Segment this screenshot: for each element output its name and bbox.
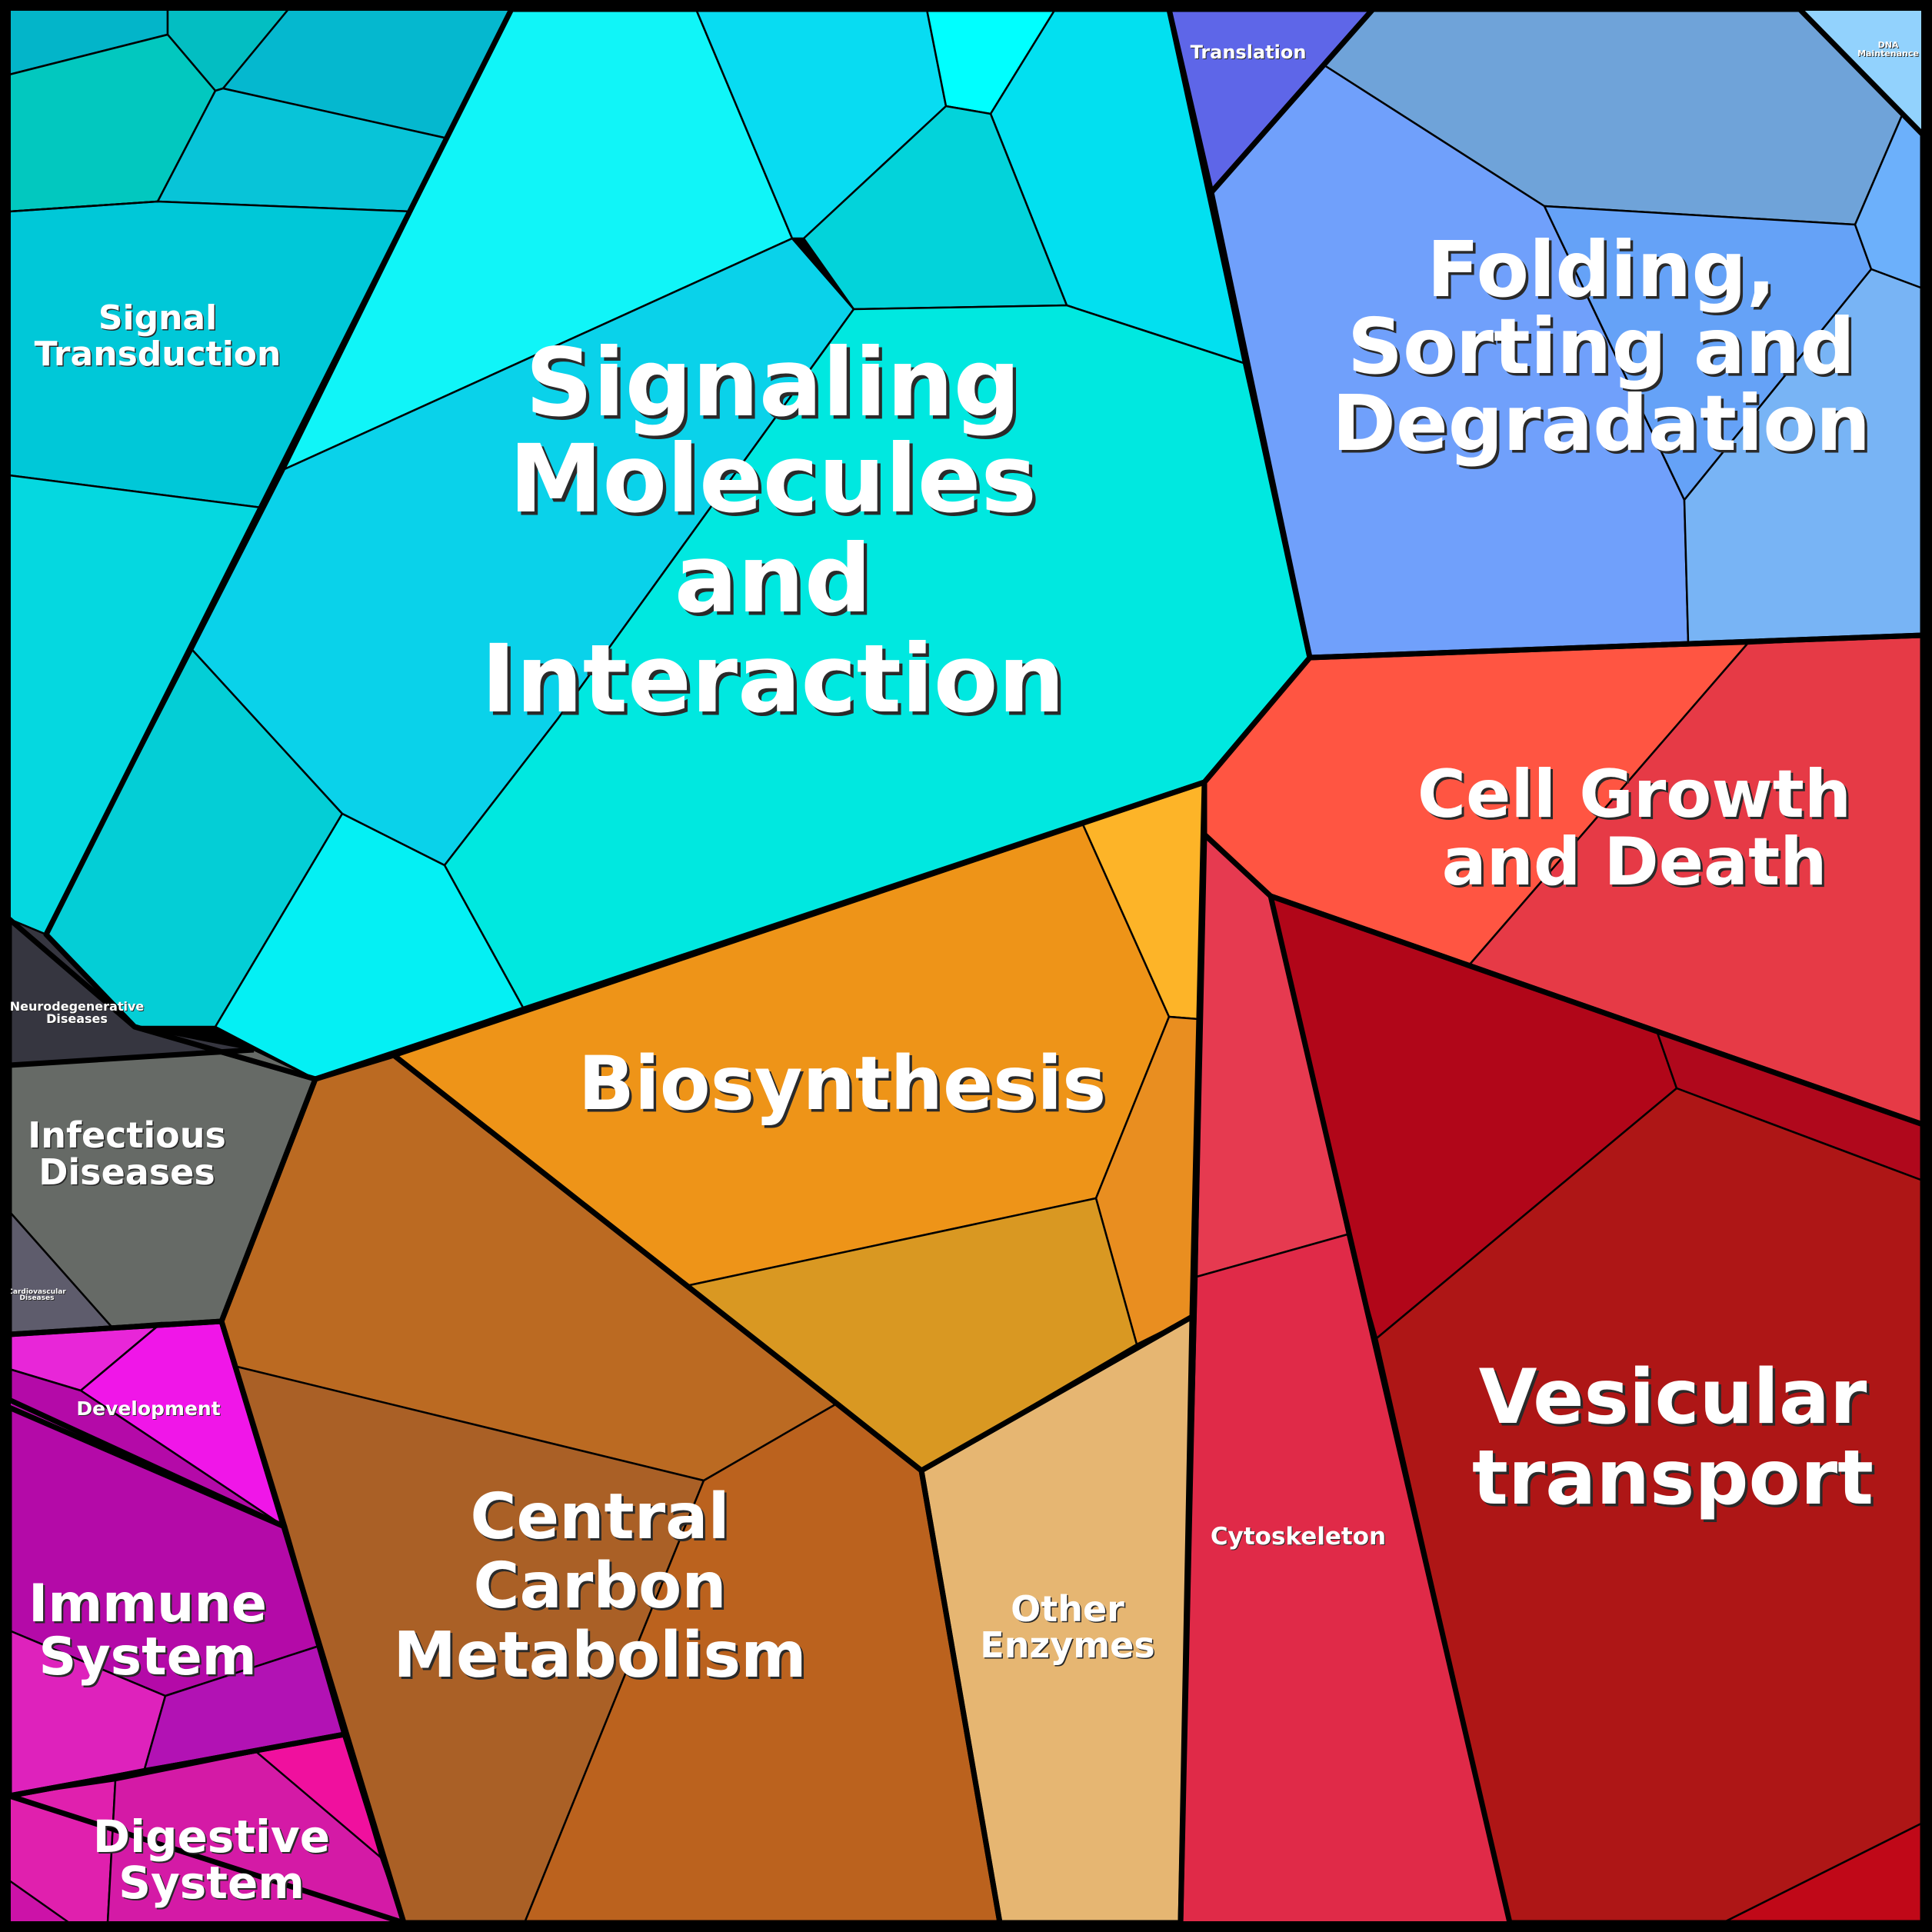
- label-line: Cytoskeleton: [1211, 1523, 1386, 1551]
- label-line: transport: [1472, 1434, 1874, 1522]
- region-border-cyto-split: [1178, 834, 1208, 1924]
- region-border-neuro: [8, 1047, 255, 1068]
- label-shadow: Folding,: [1430, 228, 1779, 318]
- label-line: Neurodegenerative: [10, 999, 145, 1014]
- label-line: Enzymes: [980, 1624, 1154, 1666]
- label-line: Central: [470, 1481, 729, 1554]
- label-line: Diseases: [20, 1294, 55, 1302]
- label-line: Other: [1011, 1588, 1124, 1630]
- label-central-carbon: CentralCentralCarbonCarbonMetabolismMeta…: [393, 1481, 808, 1694]
- label-line: Immune: [28, 1574, 267, 1634]
- label-shadow: Diseases: [21, 1295, 55, 1303]
- label-line: Cell Growth: [1417, 756, 1851, 833]
- label-shadow: Sorting and: [1351, 305, 1858, 395]
- label-line: Degradation: [1332, 378, 1870, 468]
- label-shadow: Maintenance: [1858, 49, 1920, 59]
- region-folding: [1210, 8, 1924, 659]
- label-shadow: DNA: [1879, 41, 1900, 51]
- label-line: Cardiovascular: [8, 1288, 66, 1296]
- label-shadow: System: [120, 1858, 306, 1910]
- label-line: Infectious: [28, 1114, 226, 1156]
- label-shadow: Other: [1012, 1590, 1126, 1631]
- region-immune: [8, 1367, 346, 1797]
- label-line: Maintenance: [1857, 48, 1919, 58]
- label-line: Translation: [1191, 42, 1307, 63]
- region-central-carbon: [220, 1054, 1001, 1924]
- label-line: Sorting and: [1347, 301, 1855, 391]
- label-shadow: Biosynthesis: [581, 1043, 1109, 1129]
- label-line: Digestive: [93, 1810, 330, 1863]
- label-line: Diseases: [46, 1011, 108, 1026]
- label-line: Signaling: [525, 328, 1021, 438]
- label-line: Interaction: [481, 625, 1065, 734]
- label-shadow: Infectious: [29, 1116, 228, 1158]
- label-line: Metabolism: [393, 1619, 806, 1692]
- label-shadow: and: [678, 528, 875, 637]
- label-line: DNA: [1878, 40, 1899, 50]
- label-shadow: Enzymes: [981, 1626, 1156, 1667]
- label-line: Folding,: [1427, 225, 1776, 315]
- region-digestive: [8, 1733, 405, 1924]
- label-shadow: Signal: [99, 300, 218, 339]
- label-signaling: SignalingSignalingMoleculesMoleculesanda…: [481, 328, 1068, 737]
- label-neurodegenerative: NeurodegenerativeNeurodegenerativeDiseas…: [10, 999, 145, 1027]
- label-shadow: and Death: [1444, 826, 1830, 903]
- label-shadow: Translation: [1191, 42, 1307, 64]
- label-line: Signal: [98, 298, 217, 338]
- label-shadow: Cell Growth: [1420, 758, 1854, 835]
- label-shadow: System: [41, 1628, 258, 1689]
- label-line: Transduction: [35, 335, 281, 374]
- label-shadow: Cytoskeleton: [1211, 1524, 1387, 1551]
- region-signaling: [45, 8, 1311, 1081]
- label-line: Vesicular: [1479, 1354, 1867, 1441]
- labels-layer: SignalingSignalingMoleculesMoleculesanda…: [8, 40, 1920, 1910]
- label-shadow: Diseases: [40, 1153, 217, 1194]
- label-line: Biosynthesis: [578, 1041, 1107, 1127]
- label-shadow: Carbon: [475, 1552, 728, 1625]
- cells-layer: [8, 8, 1924, 1924]
- label-shadow: Central: [472, 1483, 731, 1556]
- label-shadow: Vesicular: [1481, 1356, 1870, 1444]
- label-shadow: Immune: [30, 1575, 268, 1636]
- label-cardiovascular: CardiovascularCardiovascularDiseasesDise…: [8, 1288, 67, 1303]
- label-line: Molecules: [509, 425, 1037, 534]
- label-shadow: Molecules: [512, 428, 1040, 537]
- label-line: and: [675, 525, 872, 634]
- region-vesicular: [1269, 894, 1924, 1924]
- label-shadow: Development: [77, 1398, 221, 1421]
- label-line: System: [118, 1857, 305, 1909]
- label-shadow: Degradation: [1334, 381, 1873, 471]
- label-line: System: [38, 1627, 256, 1687]
- label-shadow: Signaling: [528, 331, 1024, 441]
- label-line: Diseases: [38, 1151, 215, 1193]
- label-line: and Death: [1442, 824, 1827, 901]
- label-shadow: Digestive: [95, 1812, 331, 1864]
- label-shadow: Transduction: [35, 336, 282, 375]
- label-line: Development: [76, 1397, 220, 1420]
- signal-transduction-cell[interactable]: [8, 200, 159, 213]
- label-shadow: Metabolism: [395, 1621, 808, 1694]
- label-shadow: Neurodegenerative: [11, 1000, 145, 1014]
- label-shadow: Interaction: [485, 628, 1068, 737]
- label-shadow: transport: [1474, 1437, 1876, 1524]
- region-border-digestive: [6, 1731, 407, 1926]
- label-line: Carbon: [473, 1550, 726, 1623]
- label-shadow: Cardiovascular: [8, 1289, 67, 1297]
- label-shadow: Diseases: [47, 1012, 108, 1027]
